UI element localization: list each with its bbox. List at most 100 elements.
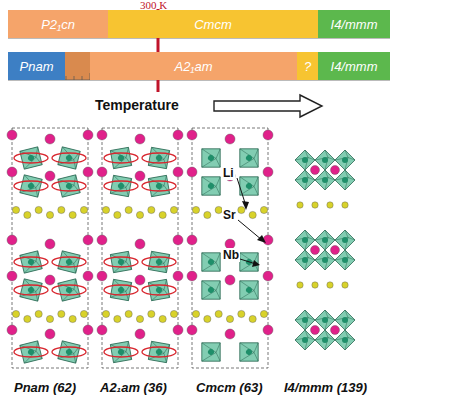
drawing-stroke [103, 272, 139, 308]
sr-atom [7, 167, 17, 177]
nb-atom [245, 182, 253, 190]
sr-atom [97, 167, 107, 177]
drawing-stroke [123, 291, 131, 300]
drawing-stroke [33, 147, 41, 157]
nbo6-octahedron [231, 272, 268, 309]
nbo6-octahedron [141, 140, 177, 176]
sr-atom [263, 271, 273, 281]
nb-atom [65, 182, 73, 190]
drawing-stroke [72, 185, 81, 192]
li-atom [342, 202, 348, 208]
drawing-stroke [345, 230, 348, 238]
drawing-stroke [251, 149, 261, 159]
nbo6-octahedron [141, 334, 177, 370]
sr-atom [311, 166, 320, 175]
nbo6-octahedron [103, 334, 139, 370]
drawing-stroke [71, 264, 78, 273]
drawing-stroke [71, 354, 78, 363]
nb-atom [342, 257, 348, 263]
nbo6-octahedron [193, 334, 230, 371]
drawing-stroke [33, 292, 40, 301]
li-atom [159, 315, 166, 322]
nbo6-octahedron [193, 272, 230, 309]
leader-head [257, 235, 266, 243]
nbo6-octahedron [51, 272, 87, 308]
sr-atom [135, 239, 145, 249]
unit-cell [102, 128, 178, 368]
drawing-stroke [252, 290, 261, 299]
drawing-stroke [251, 253, 261, 263]
nb-atom [322, 237, 328, 243]
drawing-stroke [252, 352, 261, 361]
nb-atom [207, 182, 215, 190]
nb-atom [155, 154, 163, 162]
nb-atom [342, 317, 348, 323]
sr-atom [45, 171, 55, 181]
sr-atom [225, 275, 235, 285]
sr-atom [331, 246, 340, 255]
phase-band: I4/mmm [318, 52, 390, 80]
nb-atom [155, 182, 163, 190]
sr-atom [187, 235, 197, 245]
rotation-arrow [52, 181, 86, 191]
sr-atom [173, 167, 183, 177]
nb-atom [207, 286, 215, 294]
phase-name: ? [304, 59, 311, 74]
drawing-stroke [161, 159, 169, 168]
nb-atom [342, 177, 348, 183]
drawing-stroke [141, 140, 177, 176]
drawing-stroke [348, 258, 355, 261]
temperature-arrow [214, 95, 322, 117]
li-atom [102, 310, 109, 317]
drawing-stroke [328, 258, 335, 261]
li-atom [46, 315, 53, 322]
sr-atom [135, 134, 145, 144]
sr-atom [331, 166, 340, 175]
nb-atom [322, 257, 328, 263]
drawing-stroke [51, 168, 87, 204]
drawing-stroke [308, 338, 315, 341]
nbo6-octahedron [231, 168, 268, 205]
rotation-arrow [104, 347, 138, 357]
li-atom [238, 310, 245, 317]
nb-atom [27, 286, 35, 294]
drawing-stroke [33, 251, 41, 261]
li-atom [69, 315, 76, 322]
drawing-stroke [328, 178, 335, 181]
drawing-stroke [71, 175, 79, 185]
drawing-stroke [141, 272, 177, 308]
tick-mark [66, 76, 67, 80]
drawing-stroke [13, 244, 49, 280]
axis-label: Temperature [95, 97, 179, 113]
li-atom [312, 202, 318, 208]
drawing-stroke [51, 244, 87, 280]
sr-atom [135, 329, 145, 339]
nb-atom [342, 237, 348, 243]
li-atom [114, 315, 121, 322]
drawing-stroke [328, 338, 335, 341]
rotation-arrow [104, 285, 138, 295]
nbo6-octahedron [13, 140, 49, 176]
phase-band: P2₁cn [8, 10, 108, 38]
sr-atom [97, 325, 107, 335]
drawing-stroke [328, 238, 335, 241]
li-atom [114, 211, 121, 218]
phase-band: ? [297, 52, 318, 80]
drawing-stroke [308, 258, 315, 261]
phase-band: I4/mmm [318, 10, 390, 38]
nbo6-octahedron [103, 244, 139, 280]
drawing-stroke [141, 244, 177, 280]
drawing-stroke [328, 158, 335, 161]
nbo6-octahedron [13, 244, 49, 280]
rotation-arrow [142, 347, 176, 357]
rotation-arrow [14, 181, 48, 191]
phase-name: Pnam [20, 59, 54, 74]
li-atom [327, 202, 333, 208]
li-atom [80, 206, 87, 213]
nb-atom [302, 237, 308, 243]
rotation-arrow [142, 257, 176, 267]
rotation-arrow [52, 347, 86, 357]
drawing-stroke [34, 261, 43, 268]
drawing-stroke [348, 238, 355, 241]
sr-atom [173, 130, 183, 140]
